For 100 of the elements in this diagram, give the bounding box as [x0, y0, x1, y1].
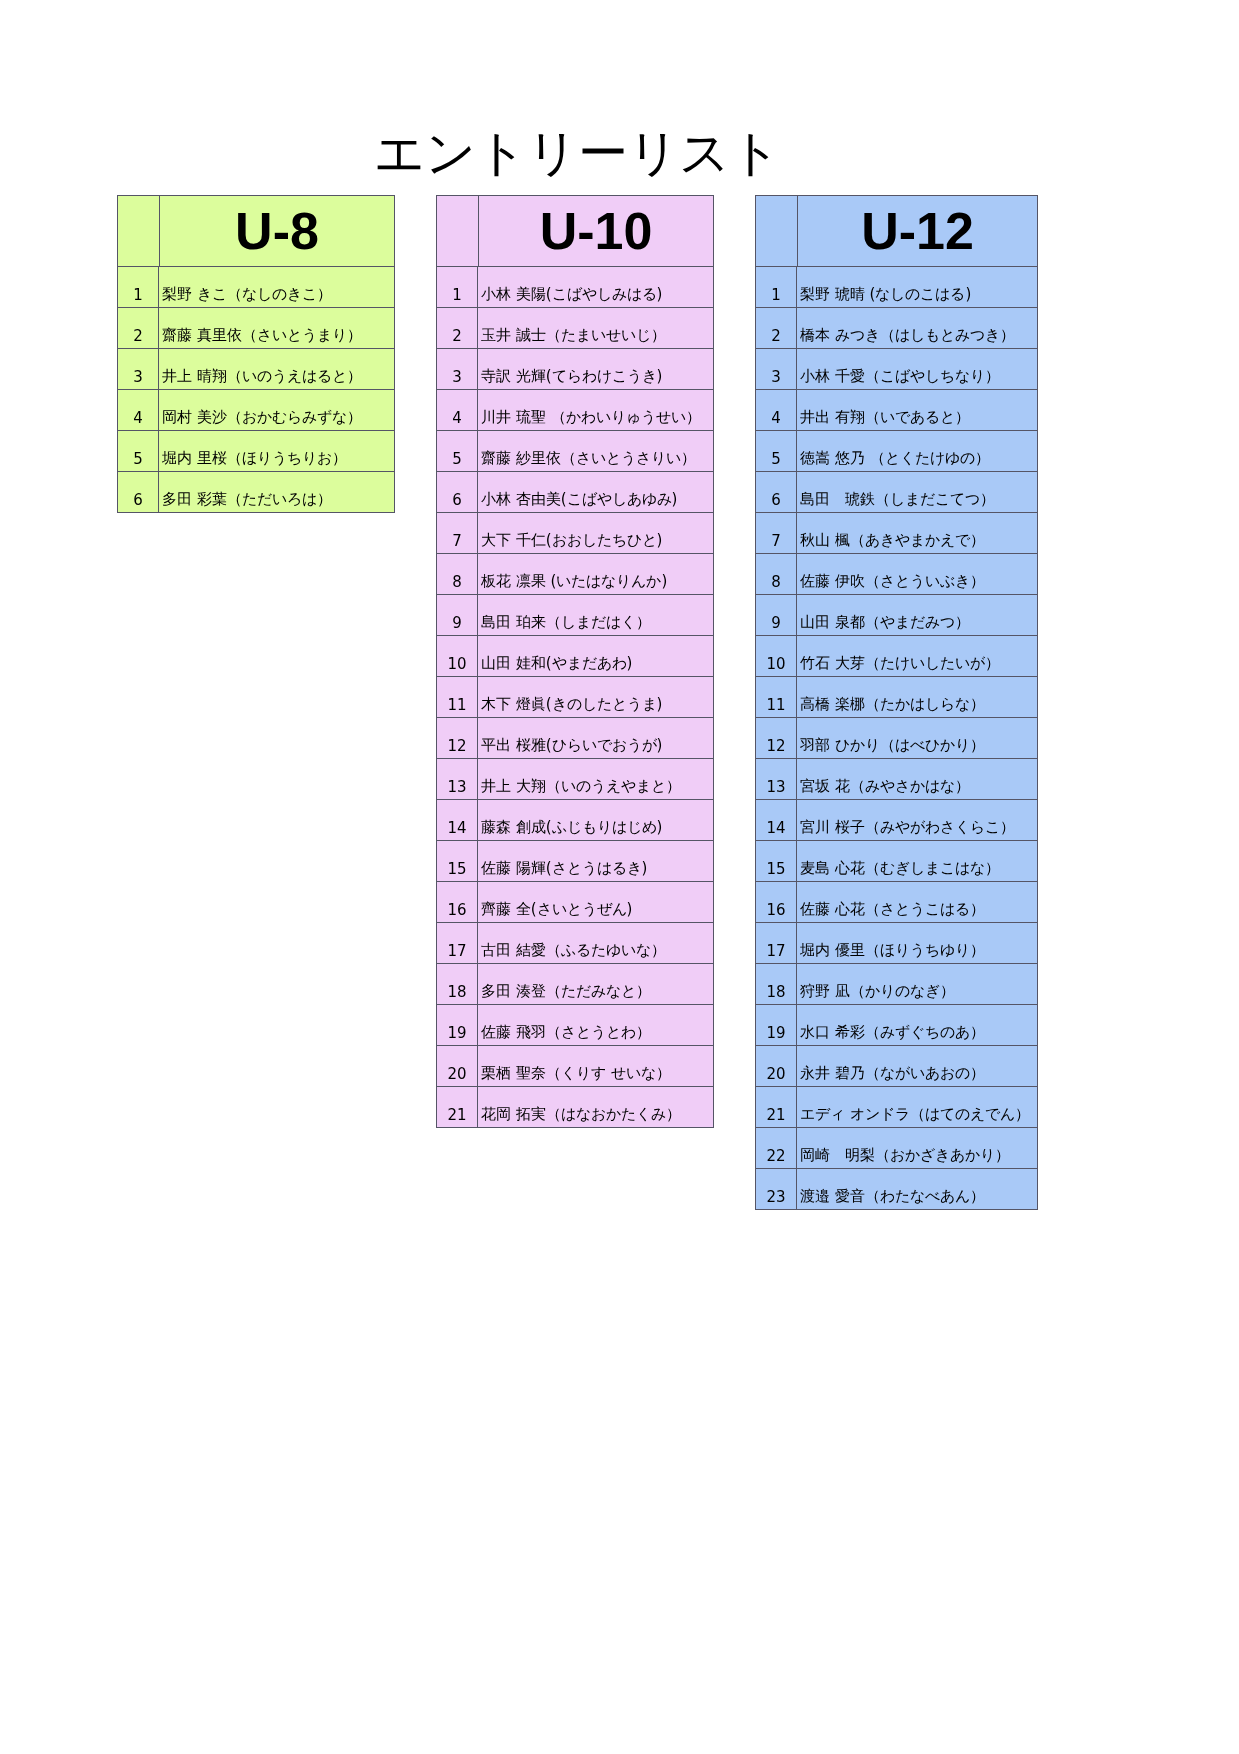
table-row	[756, 963, 1037, 1004]
player-name: 玉井 誠士（たまいせいじ）	[481, 326, 666, 345]
table-row	[437, 963, 713, 1004]
row-number: 4	[133, 409, 143, 427]
table-row	[437, 553, 713, 594]
row-number: 1	[771, 286, 781, 304]
row-number: 11	[766, 696, 786, 714]
player-name: 梨野 琥晴 (なしのこはる)	[800, 285, 972, 304]
table-row	[756, 266, 1037, 307]
player-name: 木下 燈眞(きのしたとうま)	[481, 695, 663, 714]
entry-table	[117, 195, 395, 513]
table-row	[437, 594, 713, 635]
player-name: 古田 結愛（ふるたゆいな）	[481, 941, 666, 960]
row-number: 10	[766, 655, 786, 673]
table-row	[437, 922, 713, 963]
player-name: 井出 有翔（いであると）	[800, 408, 970, 427]
player-name: 川井 琉聖 （かわいりゅうせい）	[481, 408, 701, 427]
row-number: 14	[766, 819, 786, 837]
player-name: 岡崎 明梨（おかざきあかり）	[800, 1146, 1010, 1165]
title-heading: エントリーリスト	[373, 123, 782, 184]
table-row	[756, 1168, 1037, 1209]
row-number: 21	[766, 1106, 786, 1124]
row-number: 6	[452, 491, 462, 509]
row-number: 5	[133, 450, 143, 468]
row-number: 22	[766, 1147, 786, 1165]
player-name: 宮川 桜子（みやがわさくらこ）	[800, 818, 1015, 837]
table-row	[437, 717, 713, 758]
row-number: 5	[452, 450, 462, 468]
row-number: 20	[766, 1065, 786, 1083]
entry-table	[755, 195, 1038, 1210]
player-name: 梨野 きこ（なしのきこ）	[162, 285, 332, 304]
row-number: 6	[133, 491, 143, 509]
player-name: 多田 湊登（ただみなと）	[481, 982, 651, 1001]
player-name: 渡邉 愛音（わたなべあん）	[800, 1187, 985, 1206]
player-name: 水口 希彩（みずぐちのあ）	[800, 1023, 985, 1042]
player-name: 宮坂 花（みやさかはな）	[800, 777, 970, 796]
row-number: 8	[452, 573, 462, 591]
table-row	[437, 1004, 713, 1045]
row-number: 8	[771, 573, 781, 591]
row-number: 15	[766, 860, 786, 878]
table-row	[437, 266, 713, 307]
player-name: 堀内 優里（ほりうちゆり）	[800, 941, 985, 960]
table-row	[756, 512, 1037, 553]
player-name: 小林 美陽(こばやしみはる)	[481, 285, 663, 304]
player-name: 岡村 美沙（おかむらみずな）	[162, 408, 362, 427]
row-number: 9	[452, 614, 462, 632]
table-row	[756, 922, 1037, 963]
table-row	[437, 1045, 713, 1086]
player-name: 山田 泉都（やまだみつ）	[800, 613, 970, 632]
row-number: 18	[766, 983, 786, 1001]
row-number: 2	[771, 327, 781, 345]
player-name: 寺訳 光輝(てらわけこうき)	[481, 367, 663, 386]
table-row	[118, 307, 394, 348]
player-name: 井上 晴翔（いのうえはると）	[162, 367, 362, 386]
table-row	[756, 758, 1037, 799]
group-heading: U-8	[234, 201, 320, 262]
player-name: 栗栖 聖奈（くりす せいな）	[481, 1064, 671, 1083]
player-name: 齋藤 紗里依（さいとうさりい）	[481, 449, 696, 468]
row-number: 19	[447, 1024, 467, 1042]
row-number: 2	[452, 327, 462, 345]
table-row	[756, 717, 1037, 758]
player-name: 秋山 楓（あきやまかえで）	[800, 531, 985, 550]
player-name: 多田 彩葉（ただいろは）	[162, 490, 332, 509]
row-number: 1	[452, 286, 462, 304]
row-number: 16	[766, 901, 786, 919]
player-name: 齊藤 全(さいとうぜん)	[481, 900, 633, 919]
group-heading: U-10	[538, 201, 654, 262]
table-row	[756, 348, 1037, 389]
row-number: 18	[447, 983, 467, 1001]
player-name: 橋本 みつき（はしもとみつき）	[800, 326, 1015, 345]
row-number: 5	[771, 450, 781, 468]
table-row	[437, 635, 713, 676]
table-row	[118, 348, 394, 389]
player-name: 藤森 創成(ふじもりはじめ)	[481, 818, 663, 837]
row-number: 12	[447, 737, 467, 755]
row-number: 13	[766, 778, 786, 796]
player-name: 堀内 里桜（ほりうちりお）	[162, 449, 347, 468]
player-name: 佐藤 伊吹（さとういぶき）	[800, 572, 985, 591]
player-name: 花岡 拓実（はなおかたくみ）	[481, 1105, 681, 1124]
player-name: 小林 杏由美(こばやしあゆみ)	[481, 490, 678, 509]
table-row	[437, 840, 713, 881]
group-heading: U-12	[860, 201, 975, 262]
player-name: 麦島 心花（むぎしまこはな）	[800, 859, 1000, 878]
row-number: 17	[447, 942, 467, 960]
row-number: 7	[452, 532, 462, 550]
row-number: 15	[447, 860, 467, 878]
player-name: 板花 凛果 (いたはなりんか)	[481, 572, 668, 591]
table-row	[756, 635, 1037, 676]
table-row	[756, 1127, 1037, 1168]
table-row	[118, 389, 394, 430]
table-row	[756, 594, 1037, 635]
player-name: 佐藤 陽輝(さとうはるき)	[481, 859, 648, 878]
row-number: 20	[447, 1065, 467, 1083]
table-row	[437, 881, 713, 922]
table-row	[756, 307, 1037, 348]
table-row	[437, 348, 713, 389]
table-row	[118, 471, 394, 512]
entry-table	[436, 195, 714, 1128]
player-name: 山田 娃和(やまだあわ)	[481, 654, 633, 673]
table-row	[756, 553, 1037, 594]
